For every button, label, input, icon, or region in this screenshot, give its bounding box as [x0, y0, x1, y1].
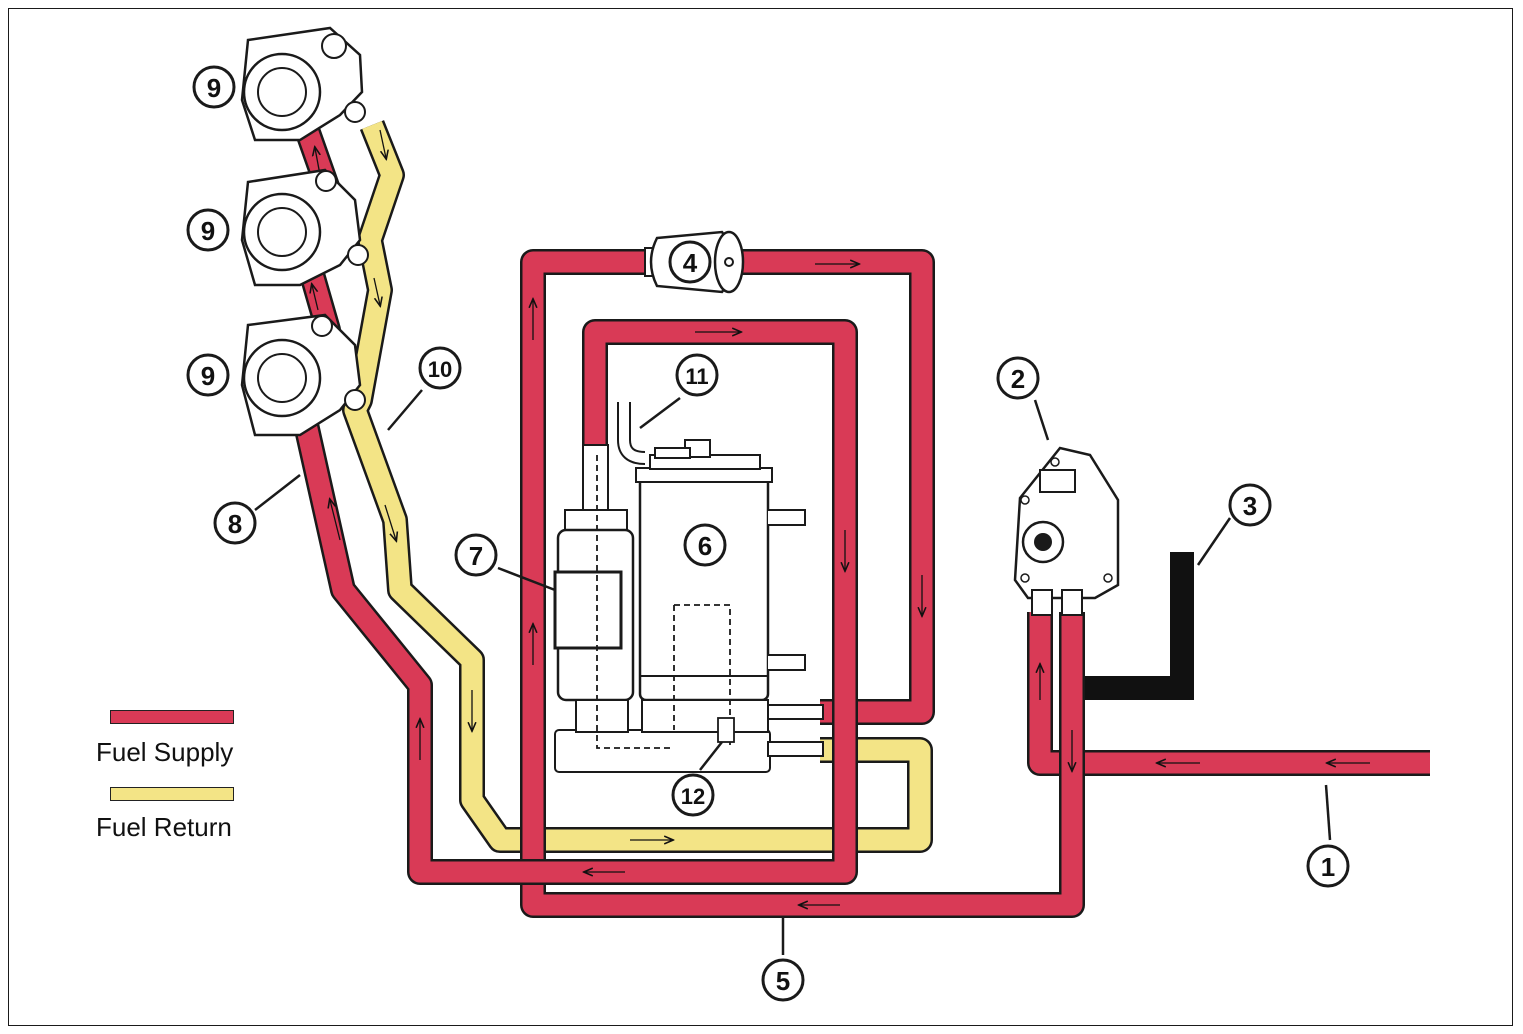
callout-2-label: 2 [1011, 364, 1025, 394]
callout-10: 10 [418, 346, 462, 390]
callout-6: 6 [683, 523, 727, 567]
callout-9-top: 9 [192, 65, 236, 109]
callout-11-label: 11 [685, 364, 708, 389]
callout-5-label: 5 [776, 966, 790, 996]
regulator-hose [617, 402, 646, 465]
callout-9-bottom-label: 9 [201, 361, 215, 391]
lift-pump [1013, 446, 1120, 616]
callout-12-label: 12 [681, 784, 705, 809]
callout-3: 3 [1228, 483, 1272, 527]
electric-fuel-pump [553, 444, 672, 749]
fuel-supply-swatch [110, 710, 234, 724]
callout-9-top-label: 9 [207, 73, 221, 103]
fuel-supply-label: Fuel Supply [96, 737, 234, 767]
flow-arrows [312, 129, 1370, 905]
callout-1-label: 1 [1321, 852, 1335, 882]
fuel-return-label: Fuel Return [96, 812, 232, 842]
vent-hose [1070, 552, 1194, 700]
callout-7-label: 7 [469, 541, 483, 571]
callout-4-label: 4 [683, 248, 698, 278]
diagram-frame [8, 8, 1513, 1026]
callout-11: 11 [675, 353, 719, 397]
callout-2: 2 [996, 356, 1040, 400]
callout-7: 7 [454, 533, 498, 577]
callout-10-label: 10 [428, 357, 452, 382]
callout-8: 8 [213, 501, 257, 545]
callout-9-middle-label: 9 [201, 216, 215, 246]
callout-1: 1 [1306, 844, 1350, 888]
callout-5: 5 [761, 958, 805, 1002]
callout-3-label: 3 [1243, 491, 1257, 521]
callout-9-bottom: 9 [186, 353, 230, 397]
vapor-separator-tank [554, 439, 824, 773]
callout-12: 12 [671, 773, 715, 817]
fuel-return-swatch [110, 787, 234, 801]
callout-6-label: 6 [698, 531, 712, 561]
leader-lines [254, 389, 1332, 955]
callout-9-middle: 9 [186, 208, 230, 252]
callout-8-label: 8 [228, 509, 242, 539]
callout-4: 4 [668, 240, 712, 284]
fuel-rail-injector-3 [240, 313, 366, 437]
fuel-rail-injector-1 [240, 26, 366, 142]
fuel-rail-injector-2 [240, 168, 369, 287]
